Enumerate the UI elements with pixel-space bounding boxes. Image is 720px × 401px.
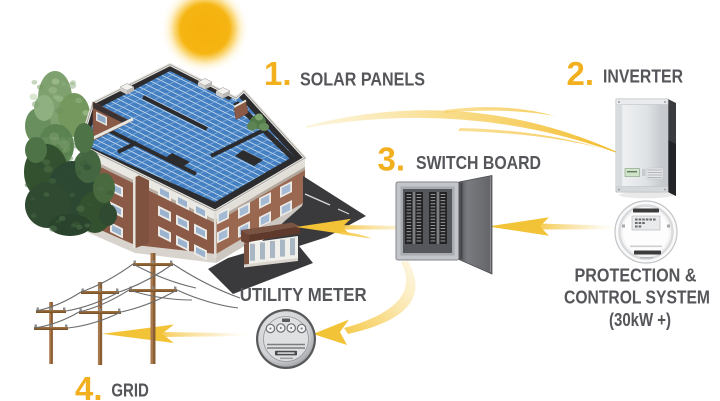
- svg-text:UTILITY METER: UTILITY METER: [240, 285, 367, 305]
- svg-text:SWITCH BOARD: SWITCH BOARD: [416, 153, 541, 173]
- svg-text:INVERTER: INVERTER: [603, 67, 683, 87]
- svg-text:(30kW +): (30kW +): [609, 310, 671, 330]
- svg-text:SOLAR PANELS: SOLAR PANELS: [300, 70, 425, 90]
- svg-text:4.: 4.: [75, 370, 103, 401]
- svg-text:3.: 3.: [378, 141, 406, 178]
- svg-text:1.: 1.: [264, 55, 292, 92]
- svg-text:GRID: GRID: [111, 381, 149, 401]
- svg-text:PROTECTION &: PROTECTION &: [575, 266, 697, 286]
- svg-text:2.: 2.: [567, 55, 595, 92]
- svg-text:CONTROL SYSTEM: CONTROL SYSTEM: [564, 288, 710, 308]
